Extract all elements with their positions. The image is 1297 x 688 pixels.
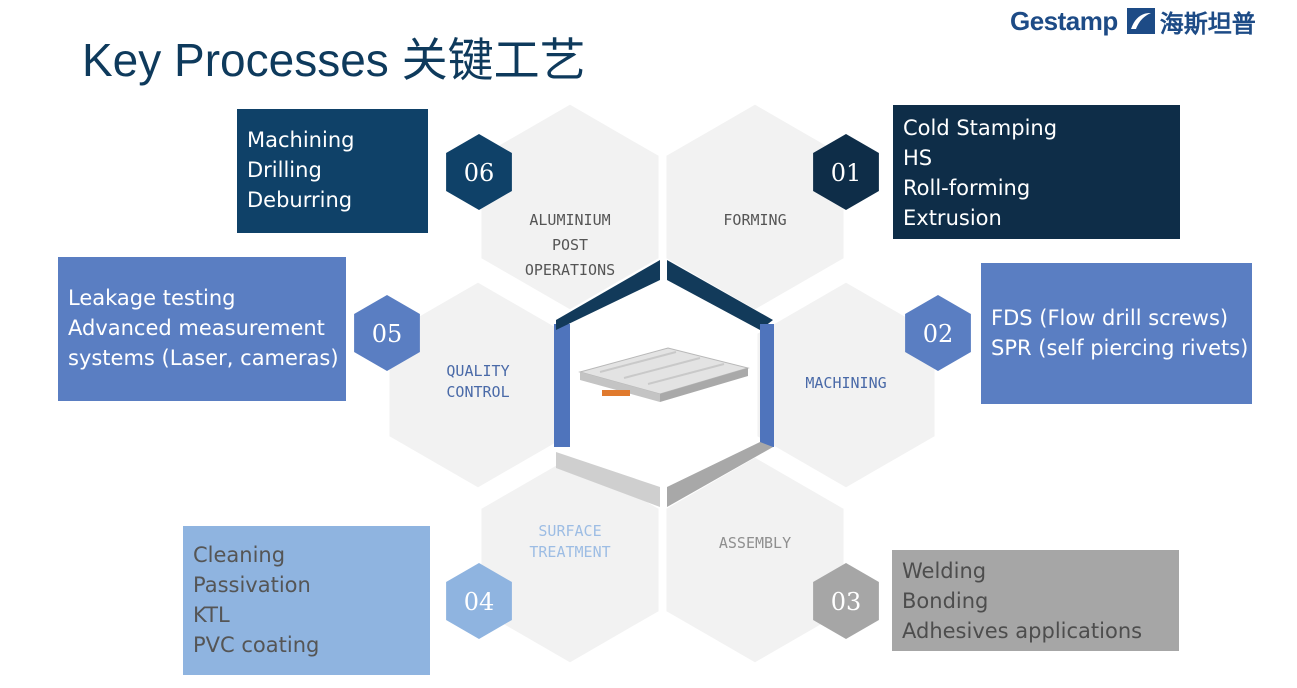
ring-segment-03 [667, 442, 773, 507]
number-badge-06 [446, 134, 512, 210]
number-badge-03 [813, 563, 879, 639]
detail-line: Deburring [247, 188, 353, 212]
hex-label-03: ASSEMBLY [719, 534, 791, 552]
number-text-03: 03 [831, 588, 862, 616]
detail-line: Cold Stamping [903, 116, 1058, 140]
detail-line: FDS (Flow drill screws) [991, 306, 1229, 330]
detail-line: HS [903, 146, 933, 170]
hex-label-01: FORMING [723, 211, 786, 229]
hex-label-04: SURFACE [538, 522, 601, 540]
detail-line: Passivation [193, 573, 311, 597]
detail-line: Adhesives applications [902, 619, 1143, 643]
detail-line: Welding [902, 559, 987, 583]
number-badge-02 [905, 295, 971, 371]
logo-swoosh-icon [1126, 8, 1155, 34]
detail-line: Advanced measurement [68, 316, 325, 340]
number-badge-04 [446, 563, 512, 639]
page-title: Key Processes 关键工艺 [82, 34, 586, 86]
ring-segment-05 [554, 324, 570, 447]
hex-label-02: MACHINING [805, 374, 886, 392]
detail-line: SPR (self piercing rivets) [991, 336, 1249, 360]
detail-line: Roll-forming [903, 176, 1031, 200]
detail-line: PVC coating [193, 633, 320, 657]
battery-tray-image [578, 347, 750, 402]
detail-line: Leakage testing [68, 286, 236, 310]
number-text-02: 02 [923, 320, 954, 348]
number-text-01: 01 [831, 159, 862, 187]
detail-line: systems (Laser, cameras) [68, 346, 339, 370]
ring-segment-01 [667, 260, 773, 330]
number-text-06: 06 [464, 159, 495, 187]
number-text-04: 04 [464, 588, 495, 616]
detail-line: KTL [193, 603, 230, 627]
hex-label-06: ALUMINIUM [529, 211, 610, 229]
detail-line: Drilling [247, 158, 322, 182]
logo-cn: 海斯坦普 [1159, 9, 1256, 38]
ring-segment-04 [556, 452, 660, 507]
logo-brand: Gestamp [1010, 5, 1118, 36]
number-badge-05 [354, 295, 420, 371]
detail-line: Cleaning [193, 543, 286, 567]
hex-label-05: CONTROL [446, 383, 509, 401]
hex-label-04: TREATMENT [529, 543, 610, 561]
hex-03 [663, 454, 847, 666]
hex-label-05: QUALITY [446, 362, 509, 380]
detail-line: Extrusion [903, 206, 1002, 230]
number-badge-01 [813, 134, 879, 210]
gestamp-logo: Gestamp 海斯坦普 [1010, 4, 1256, 38]
number-text-05: 05 [372, 320, 403, 348]
detail-line: Bonding [902, 589, 989, 613]
hex-04 [478, 454, 662, 666]
detail-line: Machining [247, 128, 355, 152]
hex-label-06: OPERATIONS [525, 261, 615, 279]
ring-segment-02 [760, 324, 774, 447]
ring-segment-06 [556, 260, 660, 330]
detail-box-02: FDS (Flow drill screws) SPR (self piercin… [981, 263, 1252, 404]
hex-label-06: POST [552, 236, 588, 254]
